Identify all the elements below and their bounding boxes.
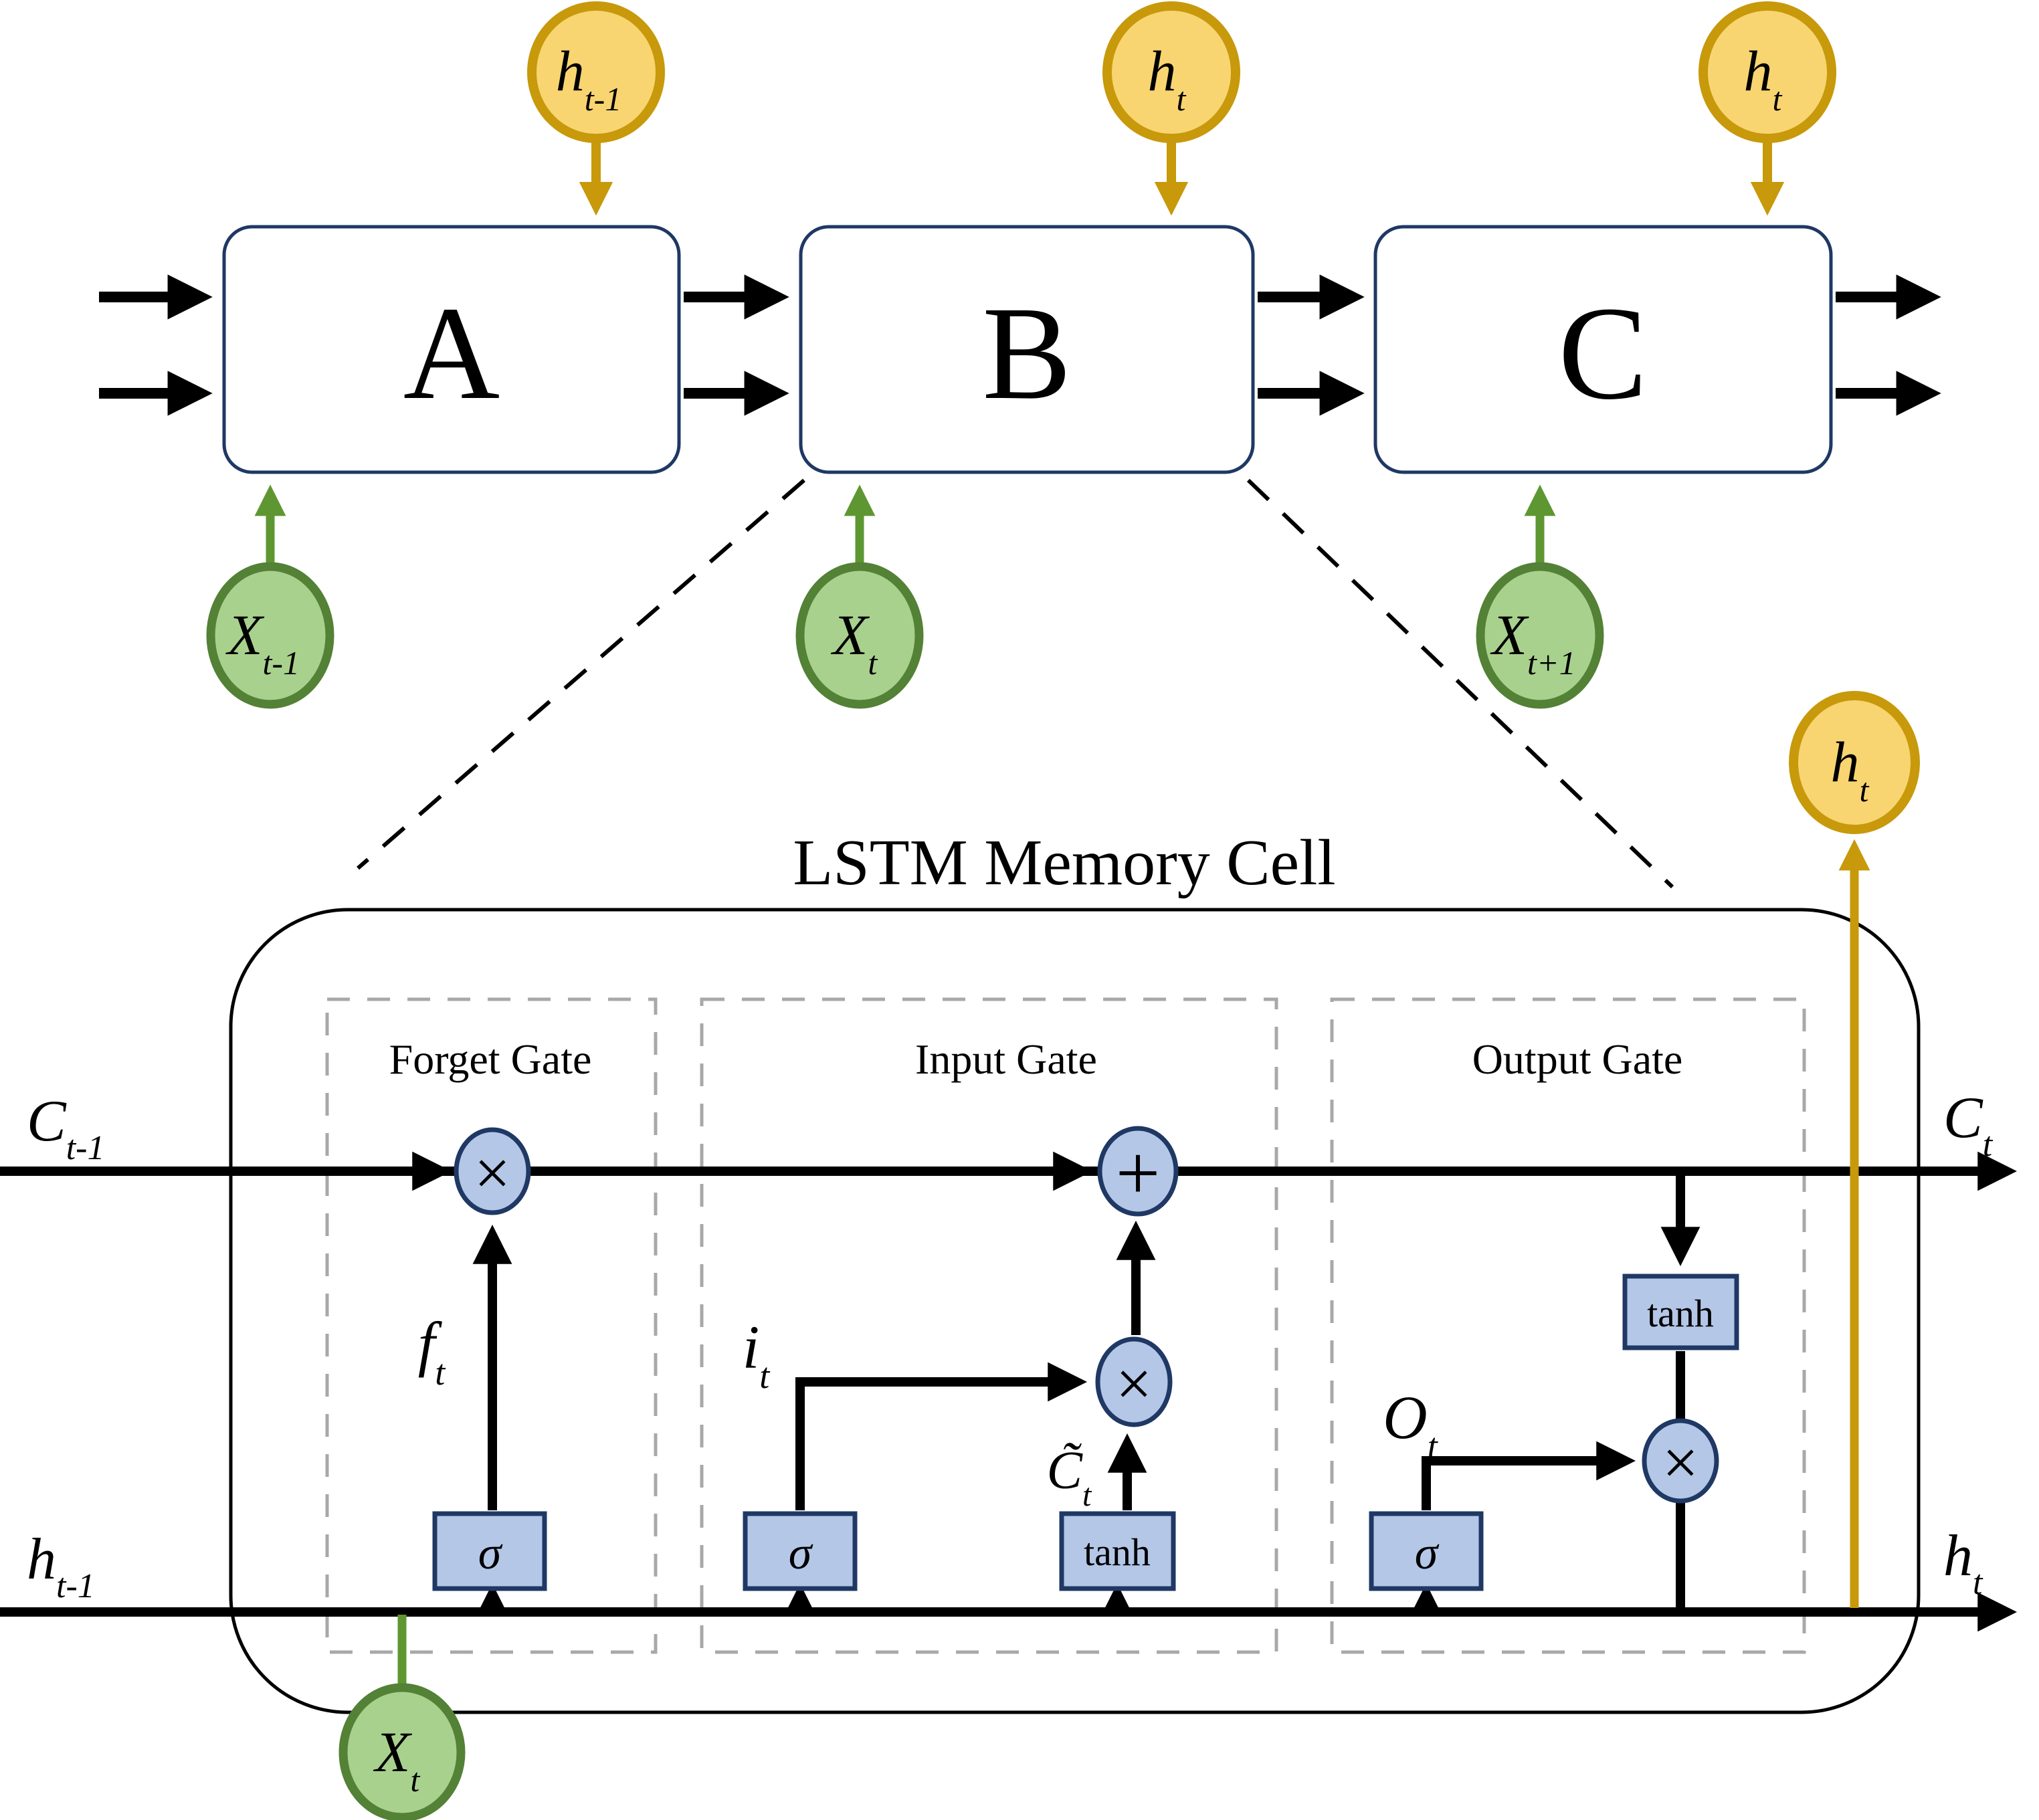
forget-gate-title: Forget Gate <box>389 1035 592 1083</box>
input-circle-c-label: Xt+1 <box>1490 603 1575 682</box>
output-multiply-icon: × <box>1662 1427 1698 1498</box>
add-icon: + <box>1116 1129 1161 1217</box>
output-sigma-label: σ <box>1415 1528 1440 1579</box>
hidden-output-circle-label: ht <box>1831 730 1870 809</box>
forget-sigma-label: σ <box>478 1528 503 1579</box>
top-row: ht-1 ht ht A B C Xt-1 Xt Xt+1 <box>99 1 1941 709</box>
block-c <box>1373 225 1833 474</box>
input-circle-c <box>1476 562 1604 709</box>
block-a-label: A <box>403 280 500 427</box>
output-multiply-circle <box>1642 1418 1719 1504</box>
c-prev-label: Ct-1 <box>27 1089 104 1167</box>
input-sigma-box <box>743 1511 858 1591</box>
input-tanh-label: tanh <box>1084 1530 1151 1574</box>
dashed-expansion-line-left <box>357 478 805 870</box>
input-multiply-circle <box>1095 1336 1173 1427</box>
output-tanh-box <box>1622 1274 1739 1350</box>
candidate-signal-label: C̃t <box>1047 1441 1092 1513</box>
forget-signal-label: ft <box>418 1310 447 1393</box>
input-circle-b <box>795 562 924 709</box>
forget-gate: × ft σ <box>418 1127 547 1612</box>
lstm-memory-cell: LSTM Memory Cell Forget Gate Input Gate … <box>0 691 2018 1820</box>
input-bottom-circle-label: Xt <box>373 1720 421 1799</box>
hidden-circle-b <box>1102 1 1240 143</box>
forget-sigma-box <box>432 1511 547 1591</box>
block-b-label: B <box>982 280 1071 427</box>
cell-outline <box>229 908 1921 1714</box>
block-c-label: C <box>1558 280 1647 427</box>
input-gate-box <box>700 997 1278 1654</box>
hidden-output-circle <box>1789 691 1920 834</box>
hidden-circle-c <box>1698 1 1836 143</box>
output-signal-label: Ot <box>1383 1383 1438 1466</box>
input-gate-title: Input Gate <box>915 1035 1097 1083</box>
hidden-circle-a <box>527 1 665 143</box>
input-circle-a-label: Xt-1 <box>225 603 300 682</box>
output-gate: tanh × Ot σ <box>1369 1176 1739 1612</box>
input-sigma-label: σ <box>789 1528 813 1579</box>
input-multiply-icon: × <box>1116 1348 1152 1419</box>
forget-multiply-circle <box>454 1127 531 1215</box>
input-circle-a <box>206 562 334 709</box>
output-tanh-label: tanh <box>1647 1292 1714 1335</box>
output-sigma-box <box>1369 1511 1484 1591</box>
forget-multiply-icon: × <box>474 1137 510 1209</box>
dashed-expansion-line-right <box>1246 478 1674 889</box>
input-sigma-to-multiply-arrow <box>795 1362 1088 1510</box>
hidden-circle-b-label: ht <box>1148 39 1187 118</box>
block-b <box>799 225 1255 474</box>
h-prev-label: ht-1 <box>27 1527 95 1605</box>
block-a <box>222 225 681 474</box>
hidden-circle-c-label: ht <box>1744 39 1783 118</box>
cell-title: LSTM Memory Cell <box>793 827 1335 899</box>
h-out-label: ht <box>1943 1524 1983 1602</box>
add-circle <box>1097 1126 1179 1217</box>
output-sigma-to-multiply-arrow <box>1422 1441 1636 1510</box>
output-gate-title: Output Gate <box>1472 1035 1683 1083</box>
input-gate: + × it C̃t σ tanh <box>743 1126 1179 1612</box>
forget-gate-box <box>325 997 658 1654</box>
c-out-label: Ct <box>1943 1086 1994 1164</box>
hidden-circle-a-label: ht-1 <box>556 39 622 118</box>
input-signal-label: it <box>743 1313 771 1396</box>
input-circle-b-label: Xt <box>831 603 878 682</box>
input-bottom-circle <box>338 1683 466 1820</box>
input-tanh-box <box>1059 1511 1176 1591</box>
